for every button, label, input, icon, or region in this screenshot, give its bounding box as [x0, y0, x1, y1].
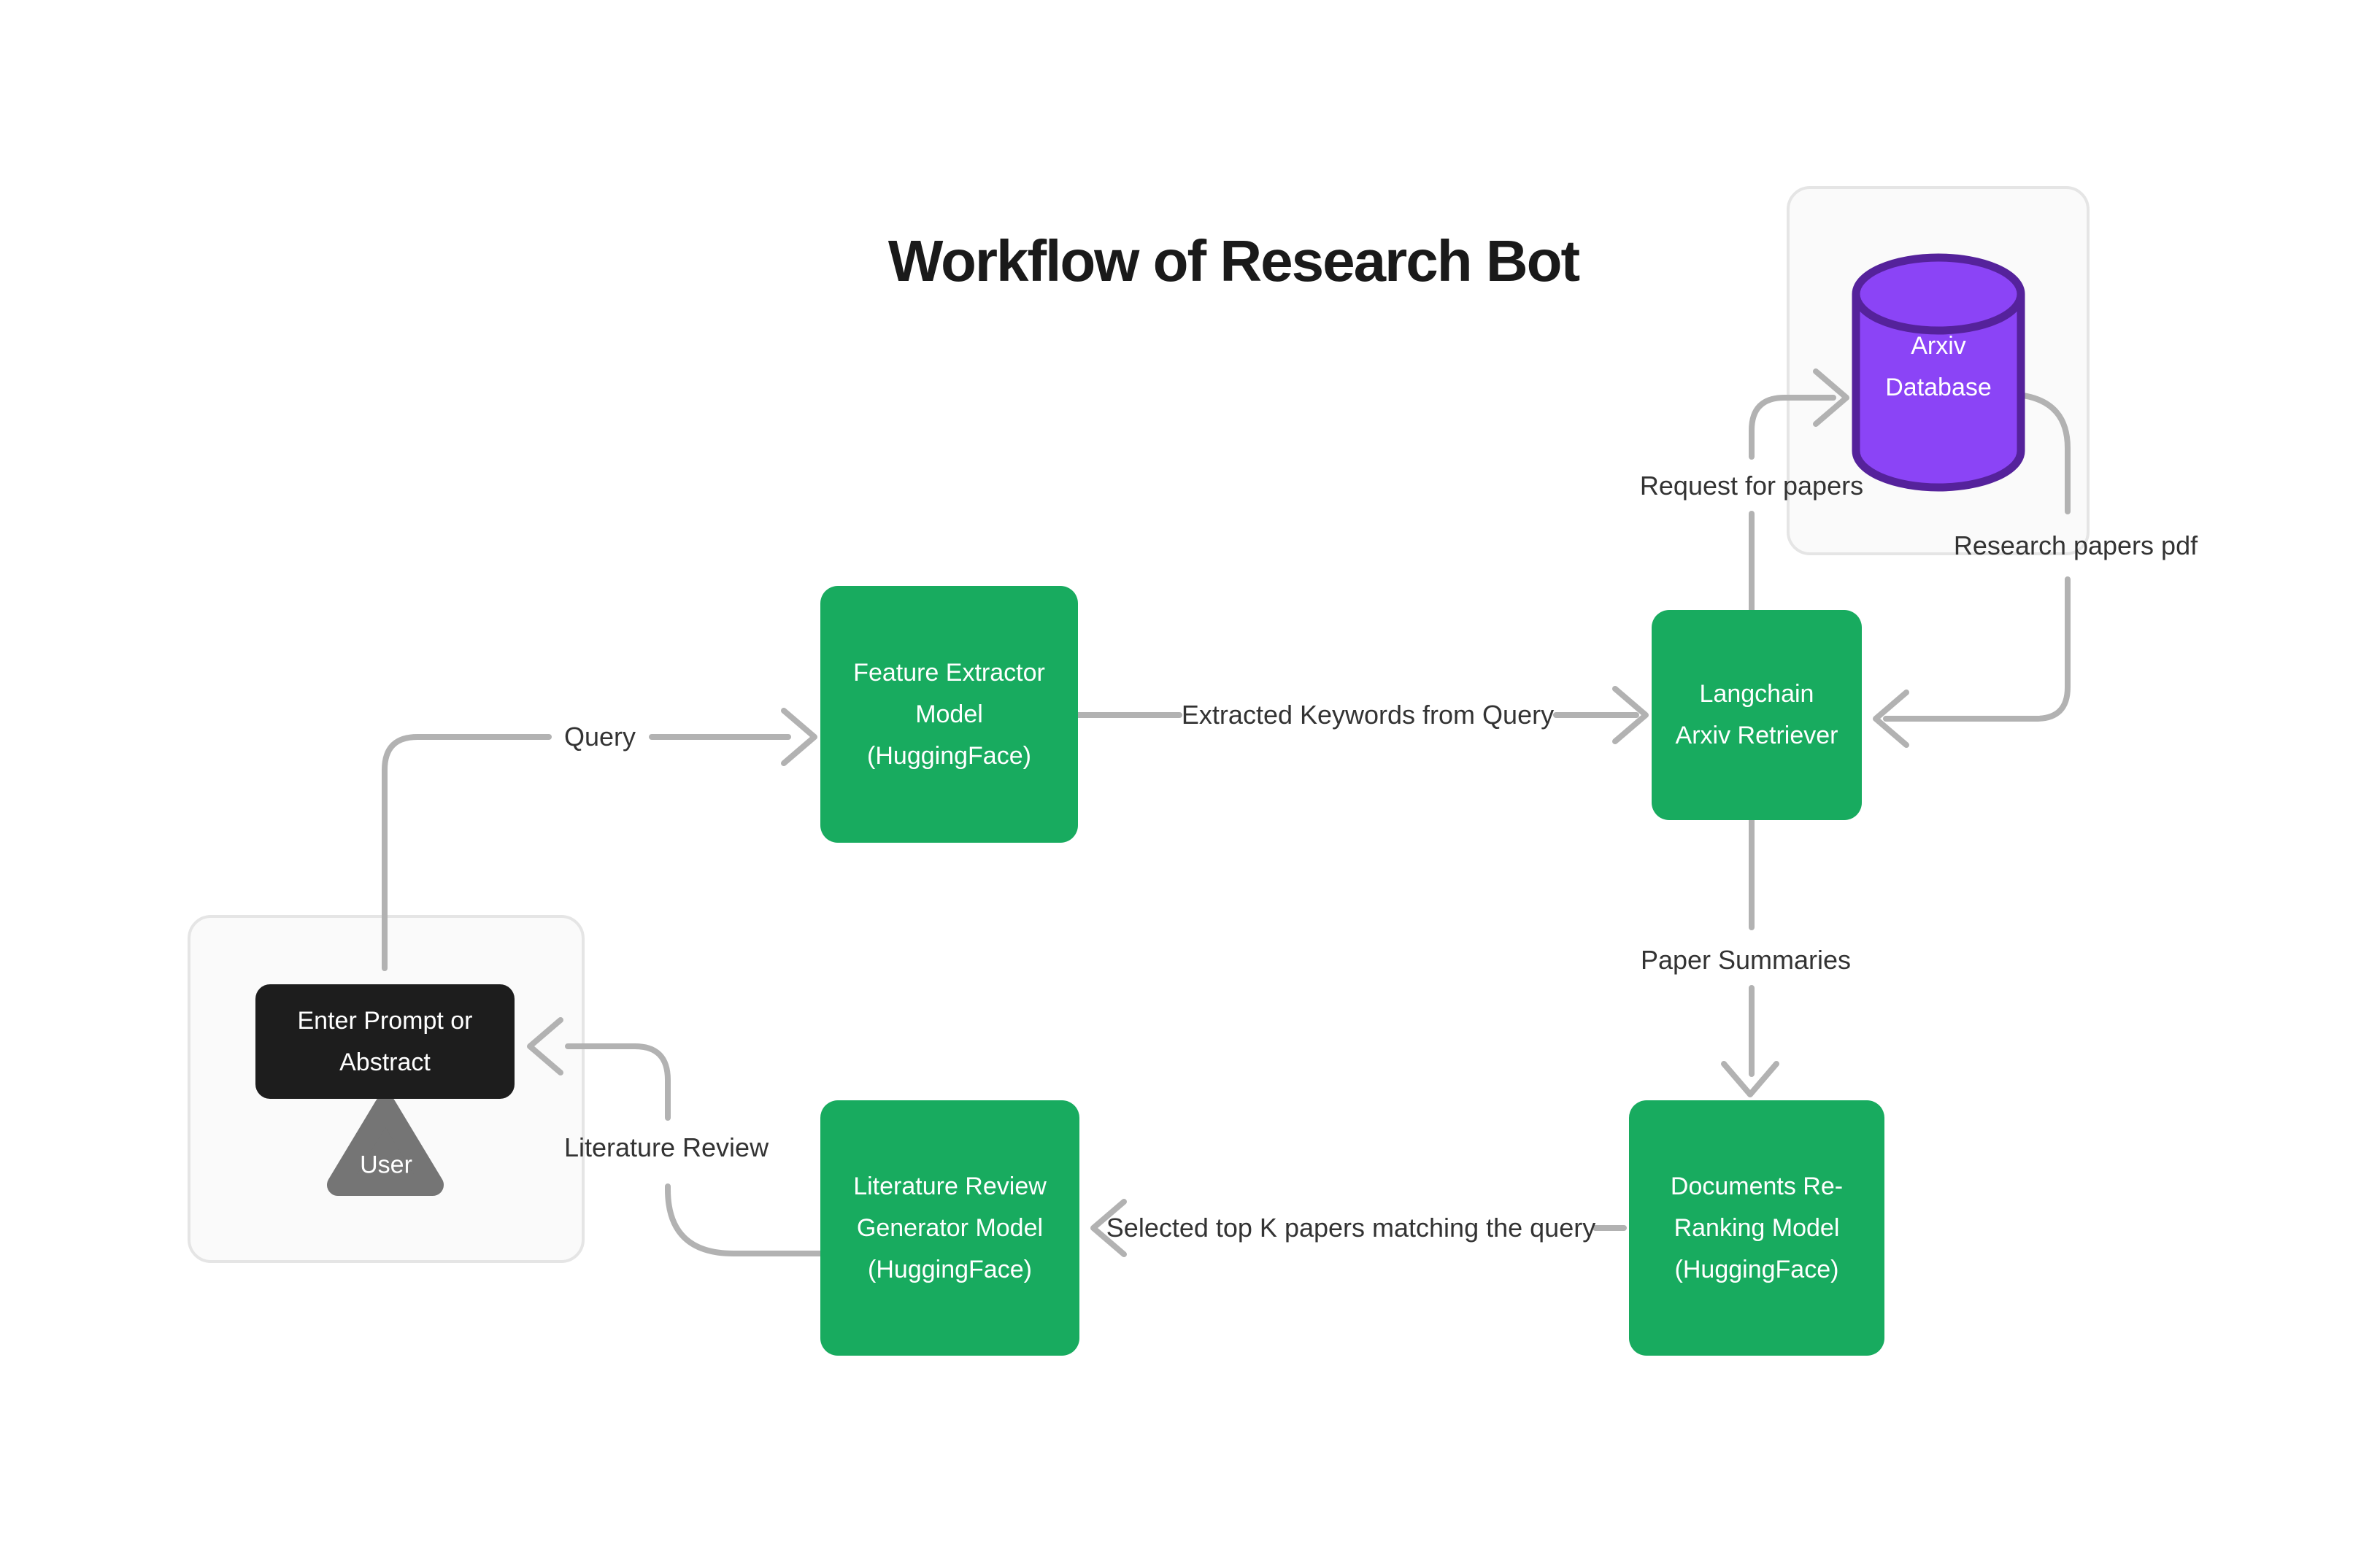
edge-extracted-keywords-path [1075, 686, 1649, 744]
edge-query-path [382, 708, 817, 971]
page-title: Workflow of Research Bot [887, 228, 1580, 293]
node-literature-review-generator: Literature Review Generator Model (Huggi… [820, 1100, 1079, 1356]
edge-label-selected-top-k: Selected top K papers matching the query [1106, 1213, 1596, 1243]
edge-paper-summaries-path [1721, 817, 1779, 1097]
user-triangle [327, 1095, 444, 1196]
edge-label-request-for-papers: Request for papers [1639, 471, 1864, 501]
edge-literature-review-path [527, 1017, 823, 1256]
edge-request-for-papers-path [1749, 368, 1849, 613]
edge-label-literature-review: Literature Review [563, 1132, 769, 1162]
edge-label-research-papers-pdf: Research papers pdf [1953, 530, 2198, 560]
node-langchain-arxiv-retriever: Langchain Arxiv Retriever [1652, 610, 1862, 820]
edge-selected-top-k-path [1090, 1199, 1627, 1257]
node-enter-prompt: Enter Prompt or Abstract [255, 984, 515, 1099]
node-documents-reranking: Documents Re- Ranking Model (HuggingFace… [1629, 1100, 1884, 1356]
node-feature-extractor: Feature Extractor Model (HuggingFace) [820, 586, 1078, 843]
cylinder-arxiv-database [1852, 253, 2025, 492]
edge-label-query: Query [563, 722, 636, 752]
edge-research-papers-pdf-path [1873, 393, 2071, 748]
edge-label-paper-summaries: Paper Summaries [1640, 945, 1852, 975]
edge-label-extracted-keywords: Extracted Keywords from Query [1181, 700, 1555, 730]
